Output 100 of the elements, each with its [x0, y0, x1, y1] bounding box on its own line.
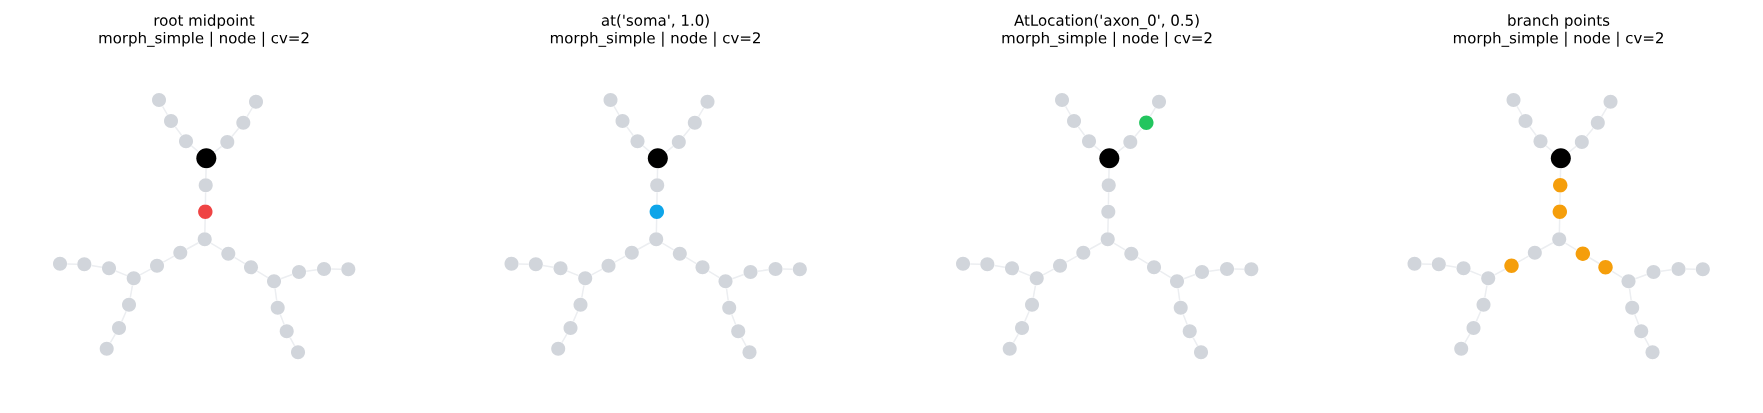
node-dot [77, 257, 92, 272]
edge-line [1116, 145, 1126, 153]
edge-line [1113, 242, 1126, 251]
node-dot [1076, 245, 1091, 260]
edge-line [707, 270, 721, 279]
node-dot [980, 257, 995, 272]
edge-line [1065, 255, 1078, 263]
node-dot [1671, 262, 1686, 276]
edge-line [129, 284, 134, 299]
node-dot [553, 261, 568, 276]
edge-line [614, 255, 627, 263]
panel-title: AtLocation('axon_0', 0.5) [1014, 14, 1199, 30]
node-dot [1574, 135, 1589, 149]
node-dot [1645, 345, 1660, 360]
node-dot [1067, 114, 1081, 128]
node-dot [279, 324, 294, 339]
edge-line [1182, 313, 1188, 326]
edge-line [1634, 313, 1640, 326]
edge-line [213, 145, 223, 153]
edge-line [613, 105, 620, 116]
node-dot [956, 256, 970, 271]
edge-line [161, 105, 169, 116]
panel-subtitle: morph_simple | node | cv=2 [1453, 31, 1663, 47]
node-dot [504, 256, 519, 271]
node-dot [700, 94, 715, 109]
edge-line [590, 268, 603, 276]
edge-line [1545, 145, 1554, 153]
node-dot [126, 271, 141, 286]
node-dot [267, 274, 281, 289]
edge-line [1192, 336, 1199, 347]
large-dot [647, 148, 668, 169]
edge-line [1600, 107, 1608, 118]
edge-line [1516, 105, 1523, 116]
highlighted-dot [649, 204, 664, 219]
node-dot [1124, 246, 1139, 261]
node-dot [1005, 261, 1019, 276]
edge-line [114, 270, 128, 277]
edge-line [1183, 273, 1196, 280]
edge-line [139, 268, 152, 276]
edge-line [642, 145, 651, 153]
node-dot [1466, 321, 1481, 335]
node-dot [624, 245, 639, 260]
edge-line [572, 310, 579, 323]
node-dot [768, 262, 783, 276]
node-dot [150, 258, 164, 273]
node-dot [1625, 300, 1640, 315]
node-dot [197, 232, 212, 247]
edge-line [162, 255, 175, 263]
node-dot [1603, 94, 1618, 109]
large-dot [1099, 148, 1120, 169]
edge-line [731, 273, 745, 280]
edge-line [682, 127, 691, 138]
edge-line [231, 127, 240, 138]
highlighted-dot [1504, 258, 1519, 273]
panel-title: at('soma', 1.0) [601, 14, 709, 28]
node-dot [244, 260, 258, 275]
edge-line [1529, 126, 1537, 137]
node-dot [722, 300, 737, 315]
edge-line [1469, 270, 1483, 277]
edge-line [1585, 127, 1594, 138]
node-dot [292, 265, 306, 279]
node-dot [1029, 271, 1044, 286]
node-dot [573, 297, 588, 312]
edge-line [1042, 268, 1055, 276]
edge-line [1064, 105, 1072, 116]
panel-title: branch points [1508, 14, 1610, 29]
node-dot [650, 178, 665, 193]
node-dot [1407, 256, 1422, 271]
highlighted-dot [1552, 204, 1567, 219]
node-dot [1195, 265, 1209, 279]
node-dot [1152, 94, 1166, 109]
edge-line [185, 242, 200, 250]
node-dot [1506, 93, 1521, 107]
node-dot [122, 297, 136, 312]
node-dot [1454, 341, 1469, 356]
node-dot [563, 321, 578, 335]
node-dot [317, 262, 331, 276]
node-dot [671, 135, 686, 149]
edge-line [246, 107, 254, 118]
edge-line [993, 264, 1006, 268]
edge-line [581, 284, 585, 299]
highlighted-dot [1553, 178, 1568, 193]
node-dot [198, 178, 213, 193]
node-dot [1002, 341, 1017, 356]
node-dot [528, 257, 543, 272]
highlighted-dot [1575, 246, 1590, 261]
node-dot [1100, 232, 1115, 247]
edge-line [233, 256, 246, 265]
node-dot [291, 345, 305, 360]
edge-line [1017, 270, 1031, 277]
node-dot [1431, 257, 1446, 272]
node-dot [630, 134, 645, 149]
edge-line [174, 126, 183, 137]
node-dot [1456, 261, 1471, 276]
node-dot [551, 341, 566, 356]
node-dot [173, 245, 188, 260]
edge-line [1159, 270, 1172, 279]
edge-line [1136, 256, 1149, 265]
node-dot [1170, 274, 1184, 289]
panel-subtitle: morph_simple | node | cv=2 [1002, 31, 1212, 47]
